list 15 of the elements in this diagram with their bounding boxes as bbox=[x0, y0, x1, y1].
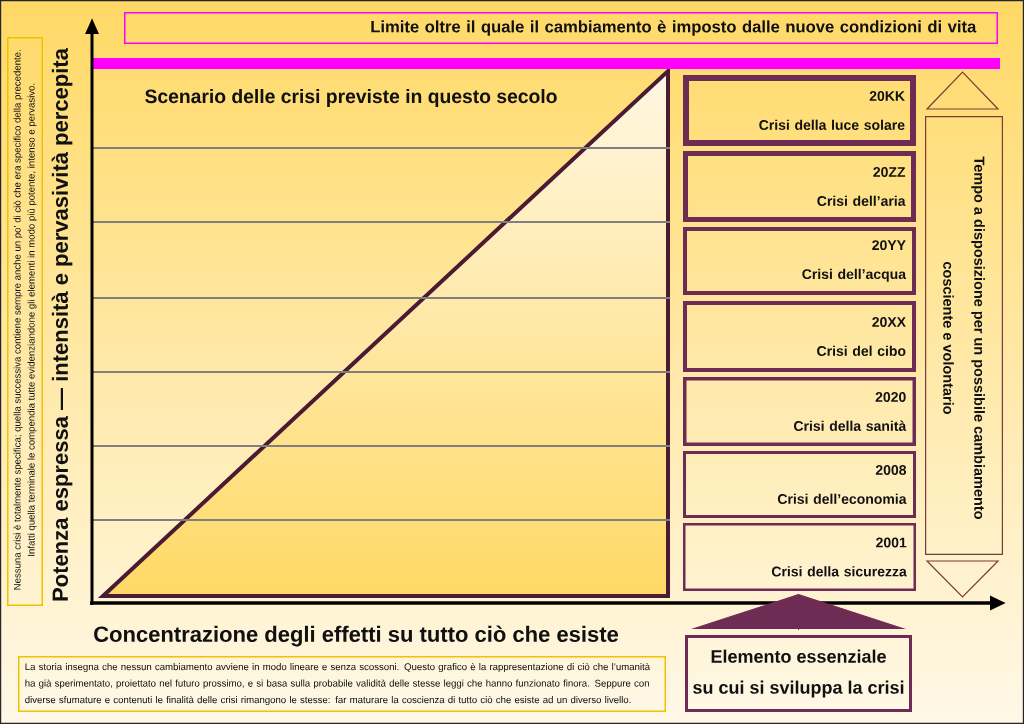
arrow bbox=[693, 594, 904, 631]
crisis-box: 2008 Crisi dell’economia bbox=[683, 451, 916, 518]
axis-label: Concentrazione degli effetti su tutto ciò che esiste bbox=[94, 625, 619, 647]
callout-box: Elemento essenziale su cui si sviluppa la crisi bbox=[685, 635, 912, 712]
crisis-box: 2020 Crisi della sanità bbox=[683, 377, 916, 446]
crisis-box: 20YY Crisi dell’acqua bbox=[683, 227, 916, 295]
chart-title: Scenario delle crisi previste in questo secolo bbox=[145, 89, 557, 107]
note-box: La storia insegna che nessun cambiamento avviene in modo lineare e senza scossoni. Questo grafico è la rappresentazione di ciò che l’umanità ha già sperimentato, proiettato nel futuro prossimo, e si basa sulla probabile validità delle stesse leggi che hanno funzionato finora. Seppure con diverse sfumature e contenuti le finalità delle crisi rimangono le stesse: far maturare la coscienza di tutto ciò che esiste ad un diverso livello. bbox=[18, 656, 666, 712]
limit-banner: Limite oltre il quale il cambiamento è imposto dalle nuove condizioni di vita bbox=[124, 12, 998, 44]
note-box: Nessuna crisi è totalmente specifica; quella successiva contiene sempre anche un po’ di ciò che era specifico della precedente. Infatti quella terminale le compendia tutte evidenziandone gli elementi in modo più potente, intenso e pervasivo. bbox=[7, 37, 43, 606]
crisis-box: 20XX Crisi del cibo bbox=[683, 301, 916, 372]
crisis-box: 20KK Crisi della luce solare bbox=[683, 75, 916, 146]
crisis-box: 20ZZ Crisi dell’aria bbox=[683, 151, 916, 222]
crisis-box: 2001 Crisi della sicurezza bbox=[683, 523, 916, 591]
axis-label: Potenza espressa — intensità e pervasività percepita bbox=[51, 48, 73, 601]
